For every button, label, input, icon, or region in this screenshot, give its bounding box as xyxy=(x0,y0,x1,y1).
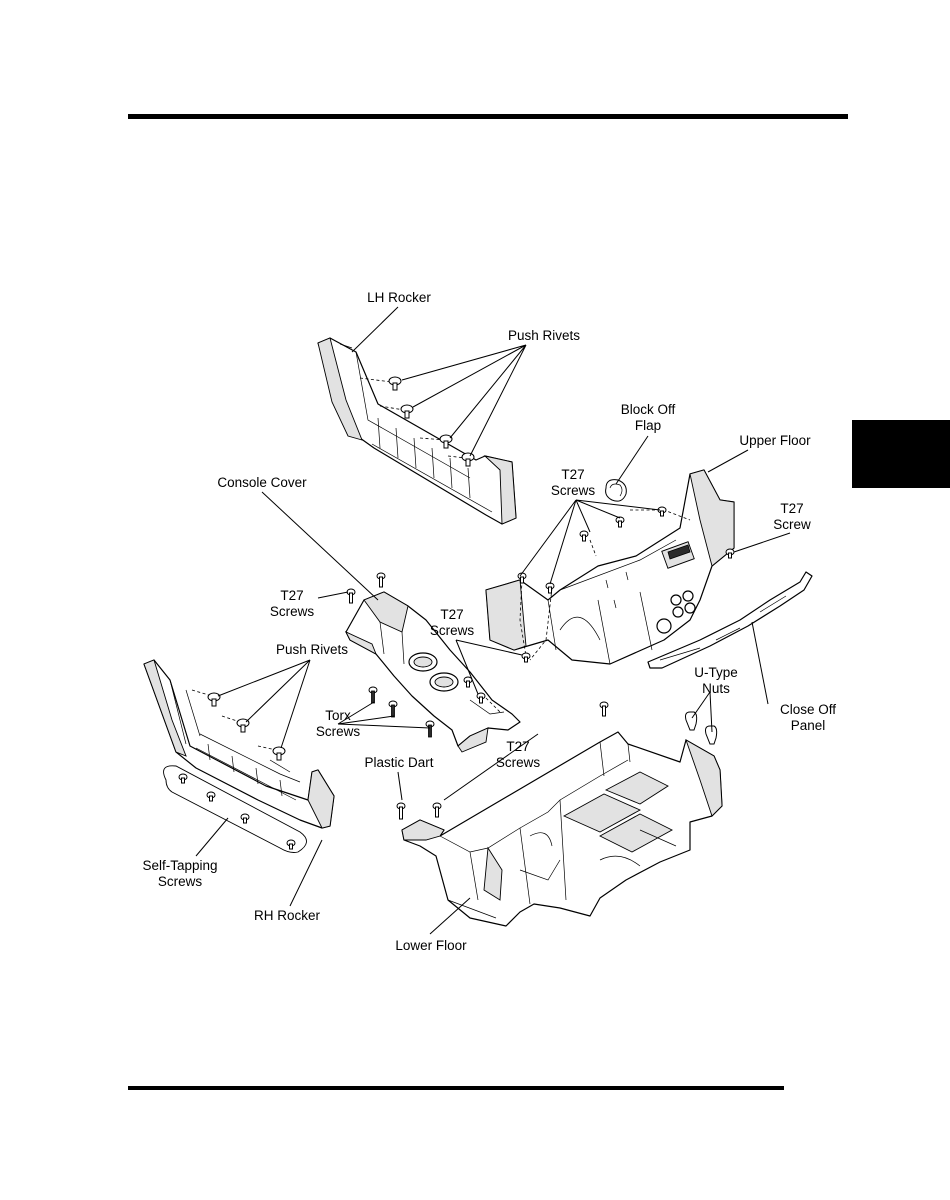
label-t27-screws-lower-line2: Screws xyxy=(496,755,541,770)
label-t27-screw-right-line1: T27 xyxy=(780,501,803,516)
label-plastic-dart: Plastic Dart xyxy=(364,755,433,770)
label-torx-screws-line2: Screws xyxy=(316,724,361,739)
rh-rocker-part xyxy=(144,660,334,828)
label-t27-screws-lower-line1: T27 xyxy=(506,739,529,754)
label-upper-floor: Upper Floor xyxy=(739,433,811,448)
label-self-tapping-line2: Screws xyxy=(158,874,203,889)
chapter-tab xyxy=(852,420,950,488)
label-block-off-flap-line1: Block Off xyxy=(621,402,676,417)
label-close-off-panel-line2: Panel xyxy=(791,718,826,733)
label-rh-rocker: RH Rocker xyxy=(254,908,321,923)
label-push-rivets-top: Push Rivets xyxy=(508,328,580,343)
lh-rocker-part xyxy=(318,338,516,524)
label-self-tapping-line1: Self-Tapping xyxy=(142,858,217,873)
label-close-off-panel-line1: Close Off xyxy=(780,702,836,717)
label-block-off-flap-line2: Flap xyxy=(635,418,661,433)
label-lh-rocker: LH Rocker xyxy=(367,290,431,305)
top-rule xyxy=(128,114,848,119)
label-u-type-nuts-line1: U-Type xyxy=(694,665,738,680)
label-u-type-nuts-line2: Nuts xyxy=(702,681,730,696)
label-t27-screws-top-line1: T27 xyxy=(561,467,584,482)
label-lower-floor: Lower Floor xyxy=(395,938,467,953)
bottom-rule xyxy=(128,1086,784,1090)
label-t27-screws-top-line2: Screws xyxy=(551,483,596,498)
push-rivets-left-fasteners xyxy=(192,690,285,760)
label-torx-screws-line1: Torx xyxy=(325,708,351,723)
label-push-rivets-left: Push Rivets xyxy=(276,642,348,657)
label-t27-screws-mid-line2: Screws xyxy=(430,623,475,638)
label-console-cover: Console Cover xyxy=(217,475,307,490)
label-t27-screws-mid-line1: T27 xyxy=(440,607,463,622)
lower-floor-part xyxy=(402,732,722,926)
label-t27-screws-left-line1: T27 xyxy=(280,588,303,603)
label-t27-screw-right-line2: Screw xyxy=(773,517,811,532)
block-off-flap-part xyxy=(606,480,627,501)
label-t27-screws-left-line2: Screws xyxy=(270,604,315,619)
